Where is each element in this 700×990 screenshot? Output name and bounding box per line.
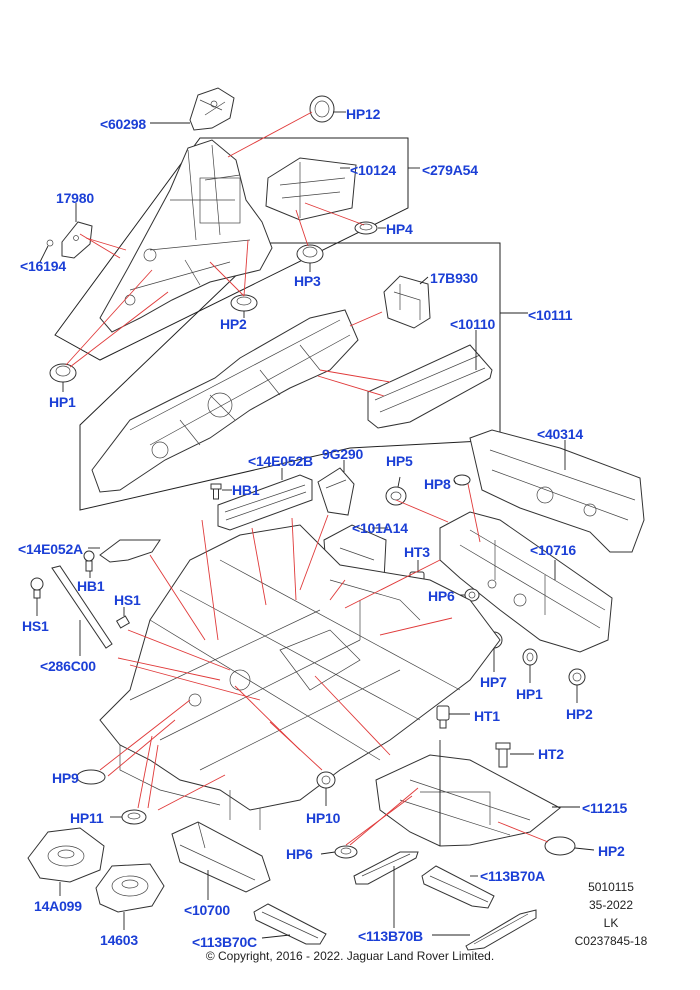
label-113b70a: <113B70A bbox=[480, 868, 545, 884]
label-10111: <10111 bbox=[528, 307, 573, 323]
label-101a14: <101A14 bbox=[352, 520, 408, 536]
label-ht2: HT2 bbox=[538, 746, 564, 762]
grommet-hp2-right bbox=[568, 668, 586, 686]
grommet-hp1-top bbox=[49, 363, 77, 383]
label-hp3: HP3 bbox=[294, 273, 321, 289]
label-11215: <11215 bbox=[582, 800, 628, 816]
bolt-hb1-top bbox=[210, 483, 222, 500]
label-hs1-mid: HS1 bbox=[114, 592, 141, 608]
meta-code: LK bbox=[603, 916, 619, 930]
grommet-hp2-top bbox=[230, 294, 258, 312]
rail-10110 bbox=[367, 344, 493, 429]
label-40314: <40314 bbox=[537, 426, 583, 442]
label-113b70b: <113B70B bbox=[358, 928, 423, 944]
label-14e052b: <14E052B bbox=[248, 453, 313, 469]
grommet-hp4 bbox=[354, 221, 378, 235]
label-ht1: HT1 bbox=[474, 708, 500, 724]
label-ht3: HT3 bbox=[404, 544, 430, 560]
bracket-14e052a bbox=[99, 539, 161, 563]
label-hp1-right: HP1 bbox=[516, 686, 543, 702]
label-17b930: 17B930 bbox=[430, 270, 478, 286]
rail-113b70b-right bbox=[465, 909, 537, 951]
label-hp7: HP7 bbox=[480, 674, 507, 690]
label-hp2-right: HP2 bbox=[566, 706, 593, 722]
label-hp2-top: HP2 bbox=[220, 316, 247, 332]
red-leaders bbox=[65, 111, 549, 846]
rear-floor-11215 bbox=[375, 754, 561, 847]
copyright-notice: © Copyright, 2016 - 2022. Jaguar Land Ro… bbox=[205, 949, 495, 963]
screw-hs1-mid bbox=[115, 615, 131, 629]
grommet-hp5 bbox=[385, 486, 407, 506]
label-60298: <60298 bbox=[100, 116, 146, 132]
label-hp5: HP5 bbox=[386, 453, 413, 469]
label-10124: <10124 bbox=[350, 162, 396, 178]
label-17980: 17980 bbox=[56, 190, 94, 206]
tunnel-10700 bbox=[171, 821, 271, 893]
bolt-hb1-left bbox=[83, 550, 95, 572]
side-member-10111 bbox=[91, 309, 359, 493]
bracket-17980 bbox=[46, 221, 93, 259]
spring-seat-14603 bbox=[95, 863, 165, 913]
stud-ht1 bbox=[436, 705, 450, 729]
grommet-hp6-bottom bbox=[334, 845, 358, 859]
label-hp6-right: HP6 bbox=[428, 588, 455, 604]
crossmember-14e052b bbox=[217, 474, 313, 531]
spring-seat-14a099 bbox=[27, 827, 105, 883]
label-hp4: HP4 bbox=[386, 221, 413, 237]
label-10716: <10716 bbox=[530, 542, 576, 558]
rail-113b70c bbox=[253, 903, 327, 945]
mount-17b930 bbox=[383, 275, 431, 329]
rear-panel-40314 bbox=[469, 429, 645, 553]
grommet-hp11 bbox=[121, 809, 147, 825]
grommet-hp9 bbox=[76, 769, 106, 785]
strap-286c00 bbox=[51, 565, 113, 649]
label-14a099: 14A099 bbox=[34, 898, 82, 914]
plug-hp8 bbox=[453, 474, 471, 486]
bracket-9g290 bbox=[317, 467, 355, 516]
label-9g290: 9G290 bbox=[322, 446, 364, 462]
label-14e052a: <14E052A bbox=[18, 541, 83, 557]
plug-hp12 bbox=[309, 95, 335, 123]
label-113b70c: <113B70C bbox=[192, 934, 257, 950]
label-10110: <10110 bbox=[450, 316, 496, 332]
meta-reference: C0237845-18 bbox=[574, 934, 648, 948]
label-hp9: HP9 bbox=[52, 770, 79, 786]
black-leaders bbox=[36, 111, 595, 939]
rail-113b70a bbox=[421, 865, 495, 909]
meta-illustration-number: 5010115 bbox=[588, 880, 634, 894]
screw-hs1-left bbox=[30, 577, 44, 599]
label-hp1-top: HP1 bbox=[49, 394, 76, 410]
group-box-upper bbox=[54, 137, 409, 361]
label-hp8: HP8 bbox=[424, 476, 451, 492]
label-hp11: HP11 bbox=[70, 810, 104, 826]
bracket-60298 bbox=[189, 87, 235, 131]
panel-10124 bbox=[265, 157, 357, 221]
stud-ht2 bbox=[495, 742, 511, 768]
grommet-hp3 bbox=[296, 244, 324, 264]
label-hp12: HP12 bbox=[346, 106, 381, 122]
label-hp10: HP10 bbox=[306, 810, 341, 826]
label-16194: <16194 bbox=[20, 258, 66, 274]
label-279a54: <279A54 bbox=[422, 162, 478, 178]
label-hs1-left: HS1 bbox=[22, 618, 49, 634]
grommet-hp10 bbox=[316, 771, 336, 789]
label-286c00: <286C00 bbox=[40, 658, 96, 674]
label-hb1-top: HB1 bbox=[232, 482, 260, 498]
crossmember-10716 bbox=[439, 511, 613, 653]
grommet-hp1-right bbox=[522, 648, 538, 666]
label-hp6-bottom: HP6 bbox=[286, 846, 313, 862]
wheelhouse-panel bbox=[99, 139, 273, 333]
label-14603: 14603 bbox=[100, 932, 138, 948]
main-floor-assembly bbox=[99, 524, 501, 830]
label-10700: <10700 bbox=[184, 902, 230, 918]
grommet-hp2-bottom bbox=[544, 836, 576, 856]
meta-date: 35-2022 bbox=[588, 898, 634, 912]
label-hp2-bottom: HP2 bbox=[598, 843, 625, 859]
label-hb1-left: HB1 bbox=[77, 578, 105, 594]
rail-113b70b-left bbox=[353, 851, 419, 885]
